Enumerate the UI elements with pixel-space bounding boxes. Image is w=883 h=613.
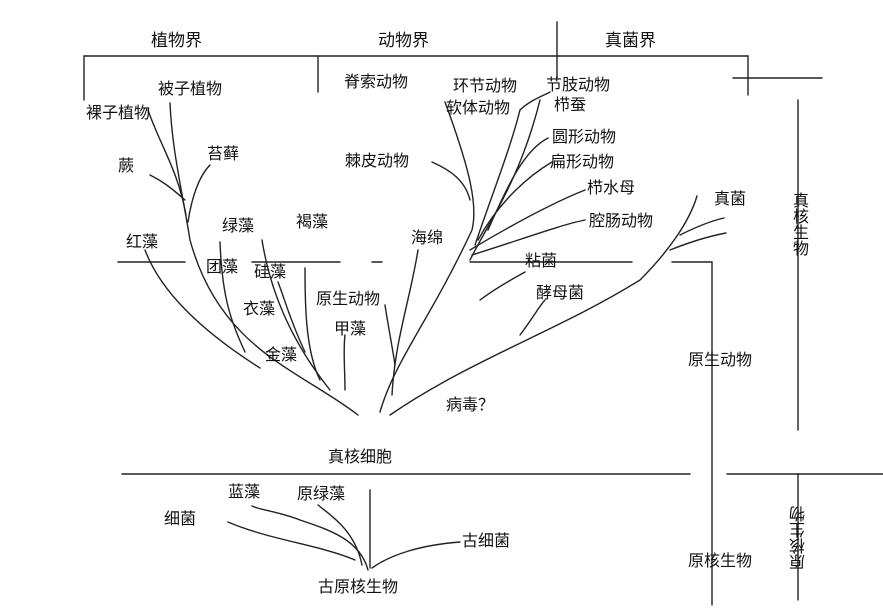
- label-yizao: 衣藻: [243, 299, 276, 318]
- label-prochlorophyte: 原绿藻: [297, 484, 346, 503]
- label-fern: 蕨: [118, 156, 135, 175]
- label-eukaryotic-cell: 真核细胞: [328, 447, 393, 466]
- label-diatom: 硅藻: [254, 262, 287, 281]
- label-virus: 病毒？: [446, 395, 495, 414]
- right-protozoa-label: 原生动物: [688, 350, 753, 369]
- label-bacteria: 细菌: [164, 509, 197, 528]
- right-prokaryote-label: 原核生物: [688, 551, 753, 570]
- label-annelida: 环节动物: [453, 76, 518, 95]
- plant-branches: [144, 102, 359, 416]
- side-label-prokaryote: 原核生物: [789, 506, 808, 570]
- eukaryote-boundary: [117, 261, 713, 606]
- prokaryote-branches: [227, 489, 461, 571]
- label-angiosperm: 被子植物: [158, 79, 223, 98]
- label-red-algae: 红藻: [126, 232, 159, 251]
- protist-branches: [343, 304, 396, 391]
- label-green-algae: 绿藻: [222, 216, 255, 235]
- label-comb-jelly: 栉水母: [587, 178, 636, 197]
- label-coelenterata: 腔肠动物: [589, 211, 654, 230]
- label-nematoda: 圆形动物: [552, 127, 617, 146]
- label-tuanzao: 团藻: [206, 257, 239, 276]
- kingdom-animal-label: 动物界: [378, 31, 429, 51]
- label-moss: 苔藓: [207, 144, 240, 163]
- label-yeast: 酵母菌: [536, 283, 585, 302]
- kingdom-fungus-label: 真菌界: [605, 31, 656, 51]
- label-proto-prokaryote: 古原核生物: [318, 577, 399, 596]
- kingdom-plant-label: 植物界: [151, 31, 202, 51]
- label-gymnosperm: 裸子植物: [86, 103, 151, 122]
- label-dinoflagellate: 甲藻: [334, 319, 367, 338]
- label-brown-algae: 褐藻: [296, 212, 329, 231]
- side-brackets: [726, 99, 883, 601]
- label-sponge: 海绵: [411, 228, 444, 247]
- label-cyanobacteria: 蓝藻: [228, 482, 261, 501]
- label-platyhelminthes: 扁形动物: [550, 152, 615, 171]
- animal-branches: [379, 91, 586, 413]
- fungus-branches: [389, 195, 727, 416]
- label-ctenophora: 栉蚕: [554, 95, 587, 114]
- kingdom-bracket: [83, 21, 823, 101]
- label-mollusca: 软体动物: [446, 98, 511, 117]
- label-echinodermata: 棘皮动物: [345, 151, 410, 170]
- label-golden-algae: 金藻: [265, 345, 298, 364]
- side-label-eukaryote: 真核生物: [790, 192, 809, 256]
- label-arthropoda: 节肢动物: [546, 75, 611, 94]
- label-protozoa: 原生动物: [316, 289, 381, 308]
- label-chordata: 脊索动物: [344, 72, 409, 91]
- label-fungus: 真菌: [714, 189, 747, 208]
- label-archaea: 古细菌: [462, 531, 511, 550]
- label-slime-mold: 粘菌: [525, 251, 558, 270]
